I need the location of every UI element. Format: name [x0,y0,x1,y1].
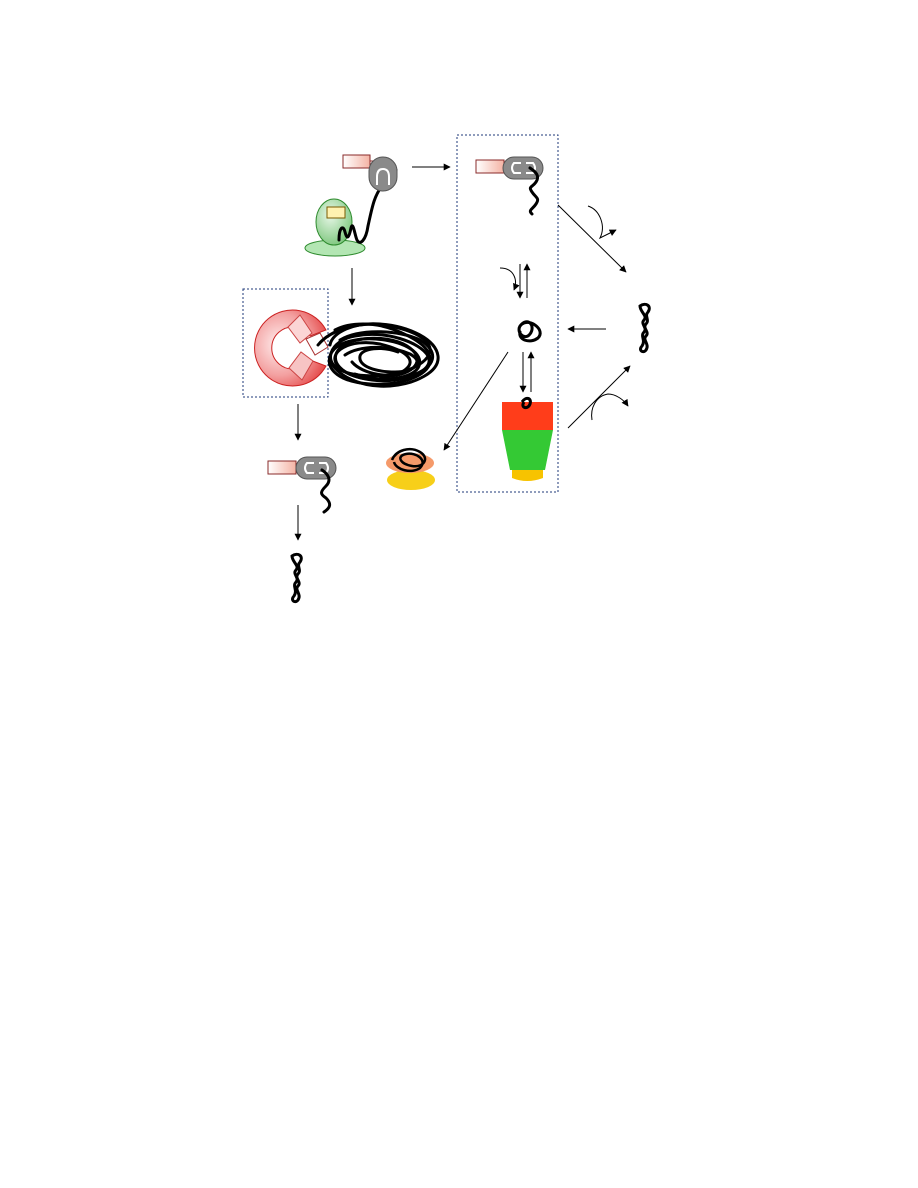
turnover-arrow-icon [587,205,617,240]
turnover-arrow-icon [591,393,629,421]
turnover-arrow-icon [499,263,531,299]
chaperone-clamp-icon [475,156,544,180]
folded-protein-icon [638,302,651,354]
proteasome-icon [386,448,435,490]
arrow-to-degradation [443,351,509,451]
chaperone-clamp-icon [267,456,337,480]
arrow-release-to-native [557,204,627,273]
cytosol-compartment-box [456,134,559,493]
hsp70-complex-box [242,288,329,398]
folded-protein-icon [290,552,303,604]
chaperone-clamp-icon [342,154,398,192]
ribosome-icon [304,198,366,257]
arrow-chaperonin-to-native [567,365,631,429]
nascent-chain-icon [320,468,332,514]
hsp70-chaperone-icon [254,309,329,387]
chaperonin-icon [502,396,553,481]
intermediate-icon [517,320,542,343]
aggregate-icon [316,322,440,388]
nascent-chain-icon [528,166,540,216]
